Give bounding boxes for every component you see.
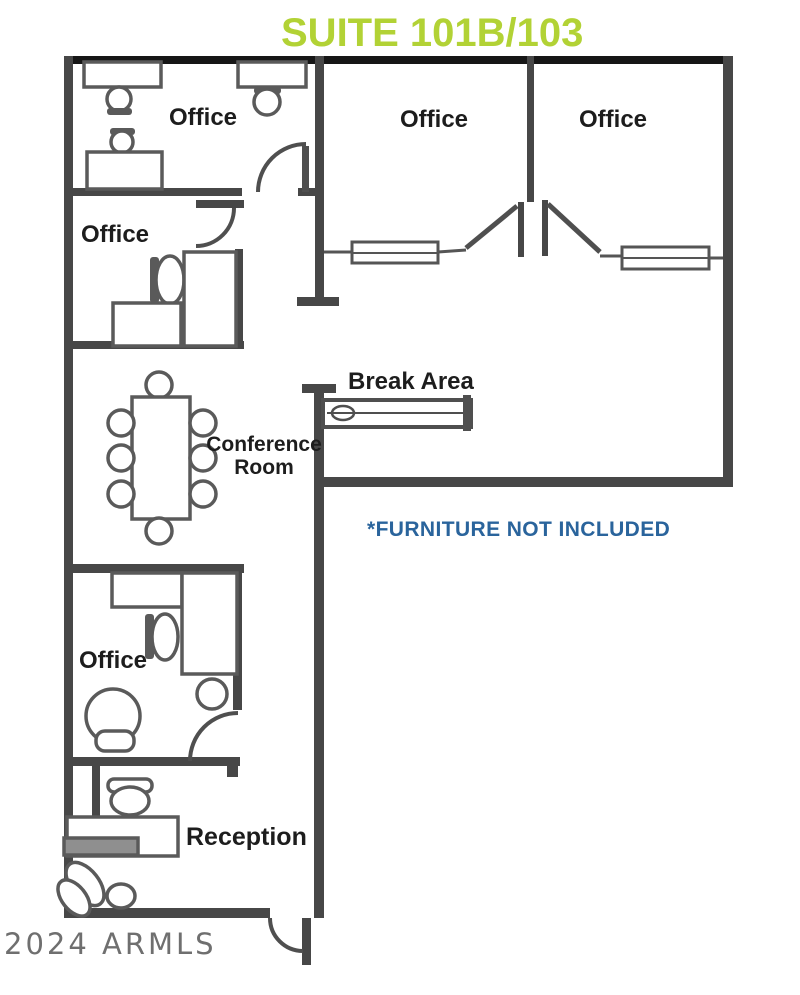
wall-right-offices-divider: [527, 56, 534, 202]
desk: [85, 150, 164, 191]
side-chair: [105, 882, 137, 910]
right-office-right-door-leaf: [546, 202, 602, 254]
wall-right-section-bottom: [318, 477, 733, 487]
wall-conference-bottom: [64, 564, 244, 573]
chair: [106, 443, 136, 473]
office2-furniture: [111, 250, 238, 348]
office3-furniture: [84, 571, 239, 753]
chair: [150, 612, 180, 662]
wall-reception-bottom: [64, 908, 270, 918]
wall-central-upper-cap: [297, 297, 339, 306]
office2-door-arc: [195, 207, 236, 248]
plant: [56, 878, 92, 918]
conference-table: [130, 395, 192, 521]
wall-office3-bottom: [64, 757, 240, 766]
room-label-office-right-top: Office: [579, 106, 648, 133]
room-label-office-top-left: Office: [169, 104, 238, 131]
desk-return: [182, 250, 238, 348]
chair: [144, 516, 174, 546]
desk: [111, 301, 183, 348]
chair: [106, 479, 136, 509]
wall-central-upper: [315, 56, 324, 306]
office1-door-arc: [256, 142, 307, 193]
suite-title: SUITE 101B/103: [281, 11, 584, 55]
chair: [154, 254, 186, 306]
office1-furniture: [82, 60, 308, 191]
chair: [195, 677, 229, 711]
wall-office2-right: [235, 249, 243, 346]
wall-office1-door-stub: [298, 188, 324, 196]
desk-return: [180, 571, 239, 676]
chair: [105, 85, 133, 113]
wall-top: [64, 56, 732, 64]
wall-right: [723, 56, 733, 487]
chair: [109, 129, 135, 155]
conference-label-line2: Room: [234, 455, 294, 479]
reception-furniture: [56, 777, 180, 918]
reception-desk-shelf: [62, 836, 140, 857]
wall-office2-top-step: [196, 200, 244, 208]
room-label-break-area: Break Area: [348, 368, 474, 395]
right-office-sills: [324, 240, 723, 271]
armls-watermark: 2024 ARMLS: [4, 927, 217, 961]
room-label-conference: Conference Room: [204, 433, 324, 479]
wall-office3-bottom-stub: [227, 757, 238, 777]
wall-right-offices-jamb-right: [542, 200, 548, 256]
room-label-reception: Reception: [186, 823, 307, 851]
wall-left: [64, 56, 73, 918]
chair: [94, 729, 136, 753]
chair: [252, 87, 282, 117]
outer-walls: [64, 56, 733, 918]
conference-furniture: [106, 370, 218, 546]
chair: [144, 370, 174, 400]
entry-door-arc: [268, 917, 304, 953]
office1-door-leaf: [302, 146, 309, 192]
counter-end-cap: [463, 395, 471, 431]
doors: [188, 142, 602, 953]
chair: [188, 443, 218, 473]
chair: [188, 408, 218, 438]
right-office-left-door-leaf: [464, 204, 519, 250]
desk: [236, 60, 308, 89]
desk: [82, 60, 163, 89]
furniture-disclaimer: *FURNITURE NOT INCLUDED: [367, 518, 671, 541]
chair: [109, 785, 151, 817]
conference-label-line1: Conference: [206, 433, 322, 456]
chair: [106, 408, 136, 438]
wall-office1-bottom: [64, 188, 242, 196]
room-label-office-left-upper: Office: [81, 221, 150, 248]
wall-central-lower: [314, 391, 324, 918]
wall-entry-jamb: [302, 918, 311, 965]
sill-connector: [437, 248, 467, 254]
break-area-counter: [321, 395, 473, 431]
room-label-office-left-lower: Office: [79, 647, 148, 674]
wall-right-offices-jamb-left: [518, 202, 524, 257]
sink: [330, 404, 356, 422]
wall-reception-closet-stub: [92, 766, 100, 818]
chair-base: [107, 108, 132, 115]
office3-door-arc: [188, 711, 239, 762]
chair: [188, 479, 218, 509]
desk: [110, 571, 184, 609]
wall-break-cap: [302, 384, 336, 393]
room-label-office-mid-top: Office: [400, 106, 469, 133]
